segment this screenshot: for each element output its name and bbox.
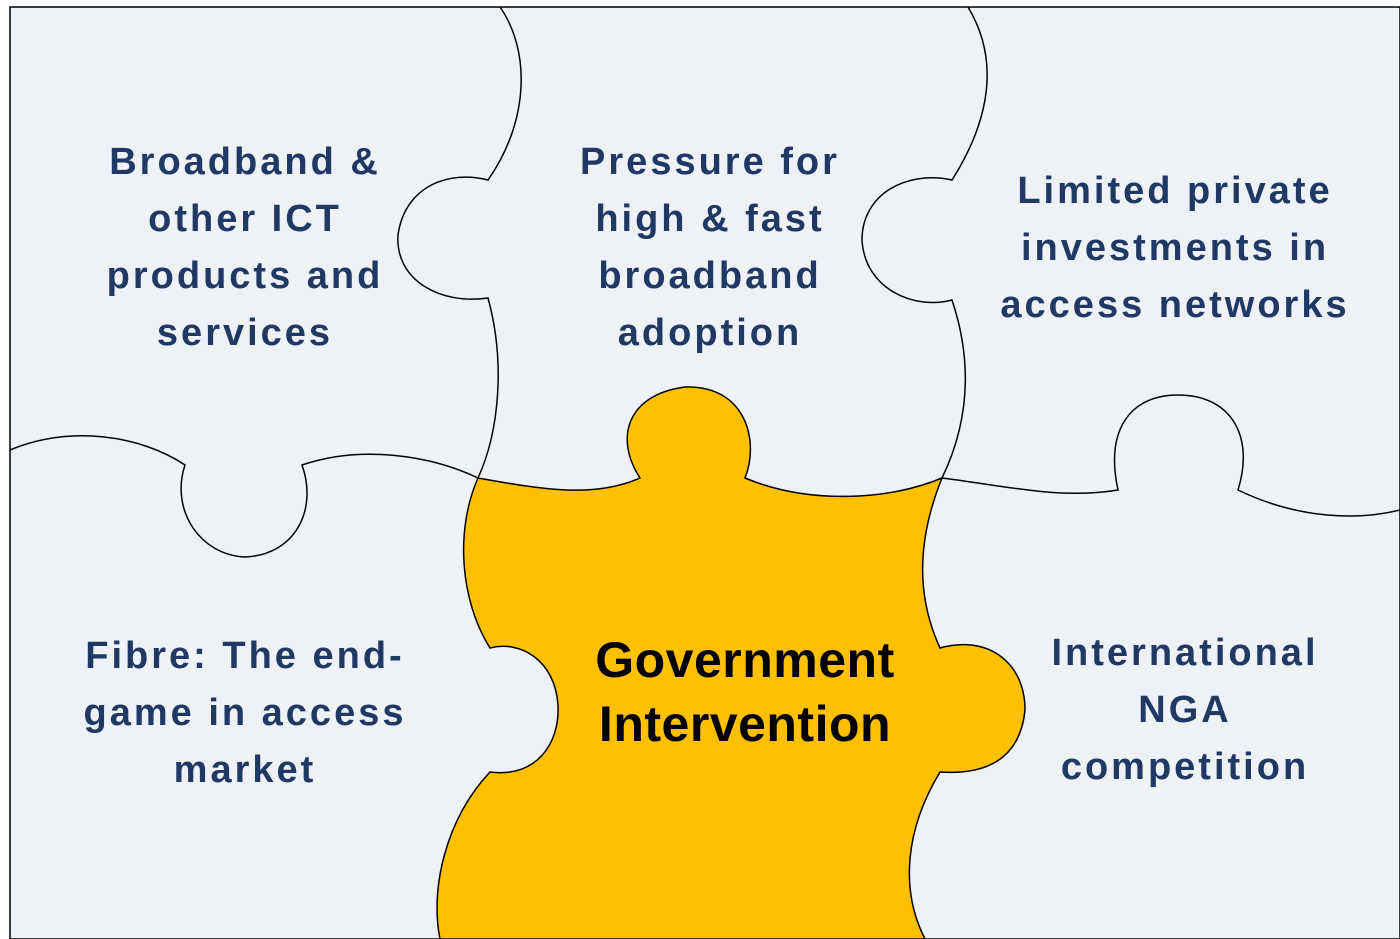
seam-top-left-middle	[397, 6, 522, 479]
seam-right-horizontal	[941, 394, 1400, 517]
piece-label-international-nga: International NGA competition	[1051, 632, 1319, 788]
piece-label-government-intervention: Government Intervention	[595, 632, 895, 752]
center-piece	[436, 386, 1026, 939]
piece-label-limited-investments: Limited private investments in access ne…	[1000, 170, 1350, 326]
seam-left-horizontal	[9, 435, 479, 558]
piece-label-broadband-ict: Broadband & other ICT products and servi…	[106, 141, 384, 354]
piece-label-fibre-endgame: Fibre: The end- game in access market	[83, 635, 407, 791]
seam-top-middle-right	[861, 6, 988, 479]
piece-label-pressure-adoption: Pressure for high & fast broadband adopt…	[580, 141, 840, 354]
